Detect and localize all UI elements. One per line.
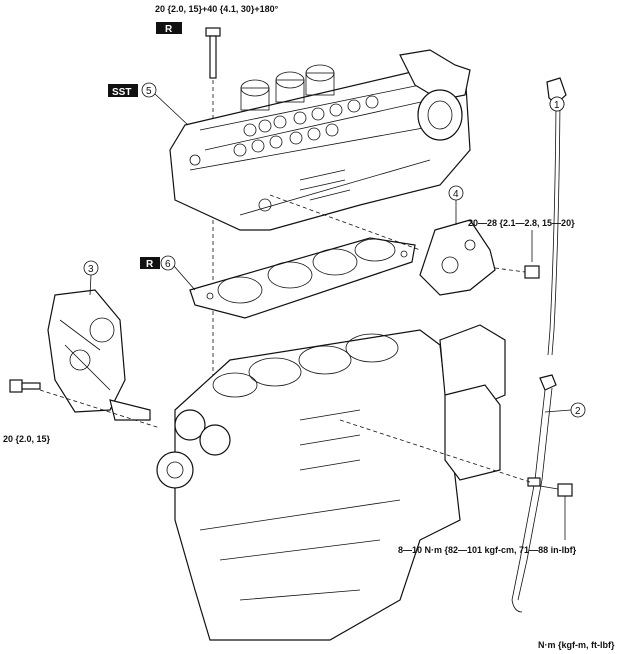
svg-text:5: 5 bbox=[146, 86, 152, 97]
front-cover bbox=[47, 289, 151, 421]
cylinder-head bbox=[169, 49, 471, 231]
bracket-bolt bbox=[524, 230, 540, 279]
head-bolt-torque: 20 {2.0, 15}+40 {4.1, 30}+180° bbox=[155, 4, 279, 14]
callout-2: 2 bbox=[544, 402, 586, 418]
svg-text:6: 6 bbox=[165, 259, 171, 270]
callout-1-number: 1 bbox=[554, 100, 560, 111]
head-gasket bbox=[189, 237, 416, 319]
engine-bracket bbox=[269, 194, 526, 296]
r-tag-gasket: R bbox=[140, 257, 160, 270]
svg-text:3: 3 bbox=[88, 264, 94, 275]
cover-torque: 20 {2.0, 15} bbox=[3, 434, 51, 444]
svg-text:2: 2 bbox=[575, 406, 581, 417]
dipstick-tube bbox=[339, 374, 557, 613]
callout-5: 5 bbox=[141, 82, 189, 126]
callout-3: 3 bbox=[83, 260, 99, 296]
svg-text:4: 4 bbox=[453, 189, 459, 200]
svg-text:SST: SST bbox=[112, 87, 131, 98]
svg-text:R: R bbox=[146, 259, 154, 270]
bracket-torque: 20—28 {2.1—2.8, 15—20} bbox=[468, 218, 575, 228]
dipstick-bolt-torque: 8—10 N·m {82—101 kgf-cm, 71—88 in-lbf} bbox=[398, 545, 577, 555]
svg-text:R: R bbox=[165, 24, 173, 35]
units-legend: N·m {kgf-m, ft-lbf} bbox=[538, 640, 615, 650]
sst-tag: SST bbox=[108, 84, 138, 98]
callout-6: 6 bbox=[160, 255, 196, 291]
callout-4: 4 bbox=[448, 185, 464, 225]
engine-block bbox=[156, 324, 506, 641]
dipstick-bolt bbox=[539, 483, 573, 540]
r-tag-top: R bbox=[156, 22, 182, 35]
cover-bolt bbox=[9, 379, 161, 429]
dipstick bbox=[546, 77, 567, 356]
